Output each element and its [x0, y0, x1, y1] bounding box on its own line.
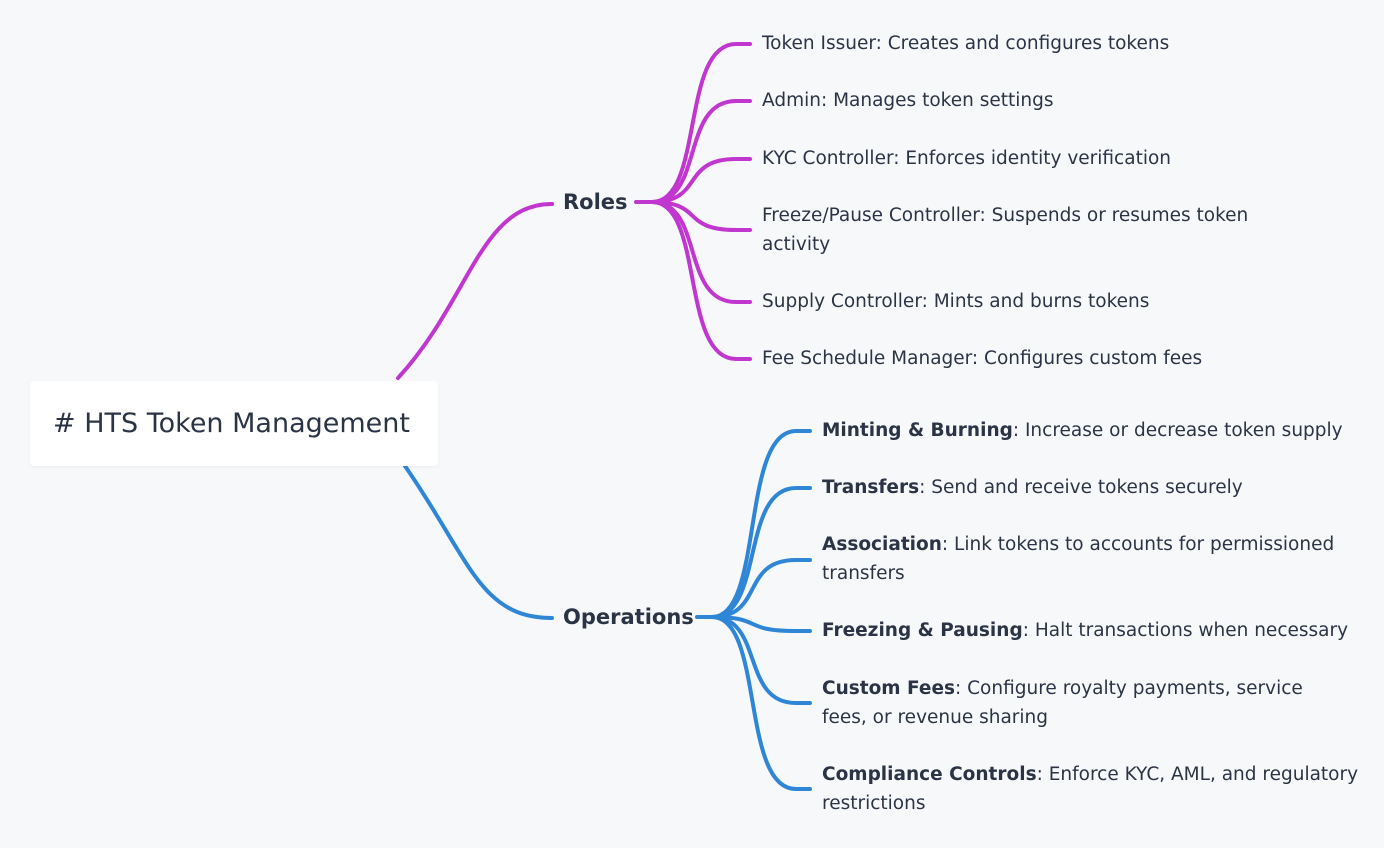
operation-item[interactable]: Association: Link tokens to accounts for…	[822, 531, 1342, 588]
operations-edges-group	[695, 429, 812, 791]
branch-roles[interactable]: Roles	[563, 190, 628, 214]
roles-leaf-edge	[650, 99, 752, 204]
roles-leaf-edge	[650, 200, 752, 304]
operation-item[interactable]: Transfers: Send and receive tokens secur…	[822, 474, 1362, 503]
operation-item-desc: : Link tokens to accounts for permission…	[822, 534, 1335, 584]
role-item[interactable]: Token Issuer: Creates and configures tok…	[762, 33, 1170, 54]
operations-leaf-edge	[710, 558, 812, 619]
operation-item-title: Association	[822, 534, 942, 555]
operation-item-title: Minting & Burning	[822, 420, 1013, 441]
role-item[interactable]: Fee Schedule Manager: Configures custom …	[762, 348, 1203, 369]
operations-leaf-edge	[710, 429, 812, 619]
operation-item[interactable]: Compliance Controls: Enforce KYC, AML, a…	[822, 761, 1362, 818]
role-item[interactable]: Admin: Manages token settings	[762, 90, 1054, 111]
operation-item[interactable]: Freezing & Pausing: Halt transactions wh…	[822, 617, 1362, 646]
operations-leaf-edge	[710, 486, 812, 619]
roles-leaf-edge	[650, 200, 752, 232]
operations-leaf-edge	[710, 615, 812, 705]
root-node[interactable]: # HTS Token Management	[30, 381, 438, 466]
operation-item-title: Custom Fees	[822, 678, 956, 699]
role-item[interactable]: Freeze/Pause Controller: Suspends or res…	[762, 205, 1249, 255]
roles-leaf-edge	[650, 157, 752, 204]
operation-item-title: Transfers	[822, 477, 920, 498]
operation-item-desc: : Increase or decrease token supply	[1012, 420, 1343, 441]
operation-item[interactable]: Minting & Burning: Increase or decrease …	[822, 417, 1362, 446]
operation-item-desc: : Send and receive tokens securely	[919, 477, 1243, 498]
operation-item-title: Compliance Controls	[822, 764, 1037, 785]
operation-item-desc: : Enforce KYC, AML, and regulatory restr…	[822, 764, 1359, 814]
operation-item-desc: : Halt transactions when necessary	[1022, 620, 1349, 641]
roles-leaf-edge	[650, 200, 752, 361]
roles-edges-group	[634, 42, 752, 361]
role-item[interactable]: Supply Controller: Mints and burns token…	[762, 291, 1150, 312]
operation-item[interactable]: Custom Fees: Configure royalty payments,…	[822, 675, 1352, 732]
operations-leaf-edge	[710, 615, 812, 633]
branch-operations[interactable]: Operations	[563, 605, 694, 629]
root-node-label: # HTS Token Management	[53, 408, 410, 439]
edge-root-roles	[396, 202, 554, 380]
edge-root-operations	[403, 464, 554, 620]
operations-leaf-edge	[710, 615, 812, 791]
roles-leaf-edge	[650, 42, 752, 204]
operation-item-desc: : Configure royalty payments, service fe…	[822, 678, 1303, 728]
operation-item-title: Freezing & Pausing	[822, 620, 1023, 641]
role-item[interactable]: KYC Controller: Enforces identity verifi…	[762, 148, 1172, 169]
